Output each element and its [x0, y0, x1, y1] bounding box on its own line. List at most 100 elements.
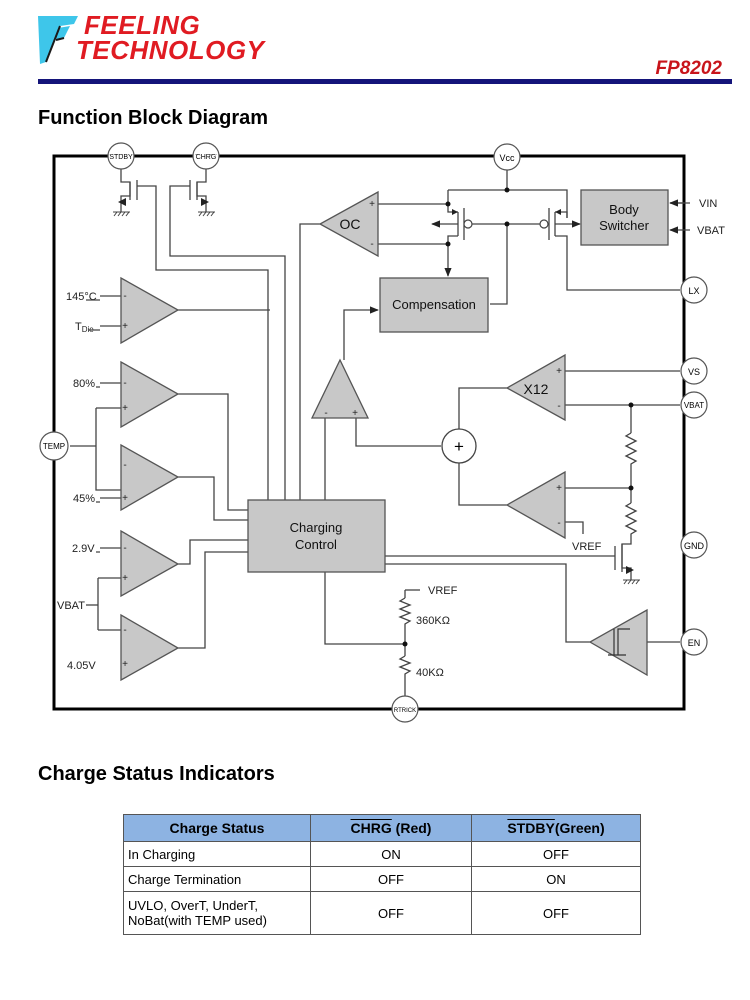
part-number: FP8202 — [655, 58, 722, 79]
pin-lx: LX — [680, 276, 708, 304]
minus-sign: - — [557, 518, 560, 529]
chrg-cell: OFF — [310, 891, 472, 935]
minus-sign: - — [123, 460, 126, 471]
x12-label: X12 — [524, 381, 549, 397]
comparator-temp-die — [120, 276, 180, 345]
pct-80-label: 80% — [73, 378, 95, 390]
svg-text:CHRG: CHRG — [196, 154, 217, 161]
plus-sign: + — [556, 483, 562, 494]
logo-text-technology: TECHNOLOGY — [76, 35, 265, 65]
pin-temp: TEMP — [39, 431, 69, 461]
plus-sign: + — [352, 408, 358, 419]
svg-text:RTRICK: RTRICK — [394, 708, 416, 714]
x12-amplifier — [505, 353, 566, 422]
comparator-45 — [120, 443, 180, 512]
chrg-cell: ON — [310, 841, 472, 867]
stdby-cell: ON — [471, 866, 641, 892]
vref-label-2: VREF — [428, 585, 458, 597]
pin-gnd: GND — [680, 531, 708, 559]
comparator-80 — [120, 360, 180, 429]
body-switcher-label-1: Body — [609, 202, 639, 217]
function-block-diagram: + Body Switcher Compensation Charging Co… — [39, 142, 725, 723]
pin-rtrick: RTRICK — [391, 695, 419, 723]
plus-sign: + — [556, 366, 562, 377]
plus-sign: + — [122, 403, 128, 414]
svg-text:GND: GND — [684, 541, 705, 551]
charge-status-title: Charge Status Indicators — [38, 763, 275, 785]
comparator-4v05 — [120, 613, 180, 682]
pins: STDBY CHRG Vcc LX VS VBAT GND EN — [39, 142, 708, 723]
svg-text:TEMP: TEMP — [43, 442, 65, 451]
charging-control-label-2: Control — [295, 537, 337, 552]
comparator-2v9 — [120, 529, 180, 598]
schmitt-trigger-icon — [608, 628, 630, 656]
pin-vcc: Vcc — [493, 143, 521, 171]
logo-mark-icon — [38, 16, 78, 64]
minus-sign: - — [324, 408, 327, 419]
minus-sign: - — [123, 291, 126, 302]
r40-label: 40KΩ — [416, 667, 444, 679]
pin-vbat: VBAT — [680, 391, 708, 419]
minus-sign: - — [370, 239, 373, 250]
vref-amplifier — [505, 470, 566, 540]
chrg-cell: OFF — [310, 866, 472, 892]
vbat-left-label: VBAT — [57, 600, 85, 612]
plus-sign: + — [369, 199, 375, 210]
column-header-chrg: CHRG (Red) — [310, 814, 472, 842]
minus-sign: - — [123, 543, 126, 554]
table-row: Charge Termination OFF ON — [123, 866, 641, 892]
summing-junction — [441, 428, 477, 464]
oc-label: OC — [340, 216, 361, 232]
plus-sign: + — [122, 493, 128, 504]
header-divider — [38, 79, 732, 84]
r360-label: 360KΩ — [416, 615, 450, 627]
body-switcher-block — [580, 189, 669, 246]
charging-control-block — [247, 499, 386, 573]
svg-text:VBAT: VBAT — [684, 401, 704, 410]
tdie-label: TDie — [75, 321, 94, 334]
column-header-stdby: STDBY(Green) — [471, 814, 641, 842]
minus-sign: - — [557, 401, 560, 412]
svg-text:STDBY: STDBY — [109, 154, 133, 161]
svg-text:VS: VS — [688, 367, 700, 377]
svg-text:EN: EN — [688, 638, 701, 648]
charging-control-label-1: Charging — [290, 520, 343, 535]
summer-label: + — [454, 437, 464, 456]
oc-amplifier — [318, 190, 379, 258]
status-cell: In Charging — [123, 841, 311, 867]
compensation-label: Compensation — [392, 297, 476, 312]
stdby-cell: OFF — [471, 891, 641, 935]
ground-icon — [113, 211, 640, 585]
function-block-diagram-title: Function Block Diagram — [38, 107, 269, 129]
stdby-cell: OFF — [471, 841, 641, 867]
status-cell: UVLO, OverT, UnderT,NoBat(with TEMP used… — [123, 891, 311, 935]
body-switcher-label-2: Switcher — [599, 218, 650, 233]
pct-45-label: 45% — [73, 493, 95, 505]
svg-text:LX: LX — [688, 286, 699, 296]
vin-label: VIN — [699, 198, 717, 210]
pin-stdby: STDBY — [107, 142, 135, 170]
vbat-input-label: VBAT — [697, 225, 725, 237]
compensation-block — [379, 277, 489, 333]
vref-label-1: VREF — [572, 541, 602, 553]
svg-text:Vcc: Vcc — [499, 153, 515, 163]
table-row: UVLO, OverT, UnderT,NoBat(with TEMP used… — [123, 891, 641, 935]
plus-sign: + — [122, 659, 128, 670]
plus-sign: + — [122, 321, 128, 332]
minus-sign: - — [123, 625, 126, 636]
pin-chrg: CHRG — [192, 142, 220, 170]
v29-label: 2.9V — [72, 543, 95, 555]
v405-label: 4.05V — [67, 660, 96, 672]
plus-sign: + — [122, 573, 128, 584]
company-logo: FEELING TECHNOLOGY — [36, 10, 276, 70]
pin-vs: VS — [680, 357, 708, 385]
logo-text-feeling: FEELING — [84, 10, 201, 40]
table-header-row: Charge Status CHRG (Red) STDBY(Green) — [123, 814, 641, 842]
minus-sign: - — [123, 378, 126, 389]
table-row: In Charging ON OFF — [123, 841, 641, 867]
pin-en: EN — [680, 628, 708, 656]
status-cell: Charge Termination — [123, 866, 311, 892]
temp-145-label: 145°C — [66, 291, 97, 303]
charge-status-table: Charge Status CHRG (Red) STDBY(Green) In… — [123, 814, 641, 935]
column-header-status: Charge Status — [123, 814, 311, 842]
